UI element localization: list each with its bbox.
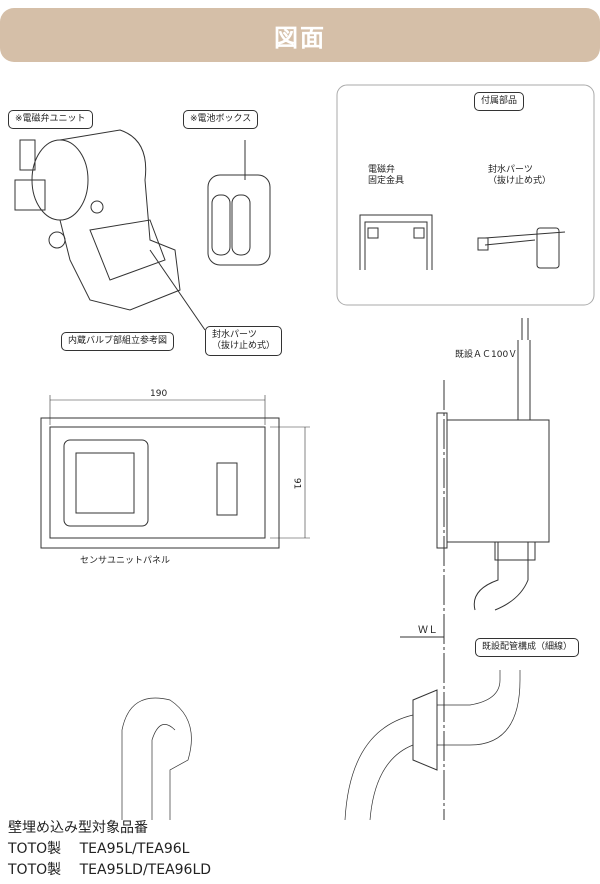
- target-products-title: 壁埋め込み型対象品番: [8, 820, 148, 836]
- seal-parts-label: 封水パーツ（抜け止め式）: [205, 326, 283, 356]
- sensor-panel-label: センサユニットパネル: [80, 556, 171, 566]
- target-products: 壁埋め込み型対象品番 TOTO製 TEA95L/TEA96L TOTO製 TEA…: [8, 818, 211, 881]
- solenoid-unit-drawing: [14, 129, 206, 331]
- existing-piping-label: 既設配管構成（細線）: [475, 638, 580, 657]
- solenoid-unit-label: ※電磁弁ユニット: [8, 110, 93, 129]
- battery-box-label: ※電池ボックス: [183, 110, 259, 129]
- accessories-label: 付属部品: [474, 92, 525, 111]
- label-line: （抜け止め式）: [488, 176, 552, 187]
- solenoid-bracket-label: 電磁弁固定金具: [368, 165, 404, 188]
- product-line: TOTO製 TEA95LD/TEA96LD: [8, 862, 212, 878]
- height-dimension: 91: [291, 477, 302, 490]
- width-dimension: 190: [150, 389, 168, 399]
- header-banner: 図面: [0, 8, 600, 62]
- label-line: 封水パーツ: [212, 330, 257, 340]
- existing-ac-label: 既設ＡＣ100Ｖ: [455, 350, 518, 360]
- water-level-label: ＷＬ: [418, 625, 438, 636]
- label-line: 電磁弁: [368, 165, 396, 175]
- seal-parts-accessory-label: 封水パーツ（抜け止め式）: [488, 165, 551, 188]
- valve-reference-label: 内蔵バルブ部組立参考図: [61, 332, 175, 351]
- page-title: 図面: [274, 23, 326, 52]
- product-line: TOTO製 TEA95L/TEA96L: [8, 841, 190, 857]
- label-line: 封水パーツ: [488, 165, 533, 175]
- label-line: 固定金具: [368, 176, 405, 187]
- label-line: （抜け止め式）: [212, 340, 276, 351]
- battery-box-drawing: [207, 140, 271, 266]
